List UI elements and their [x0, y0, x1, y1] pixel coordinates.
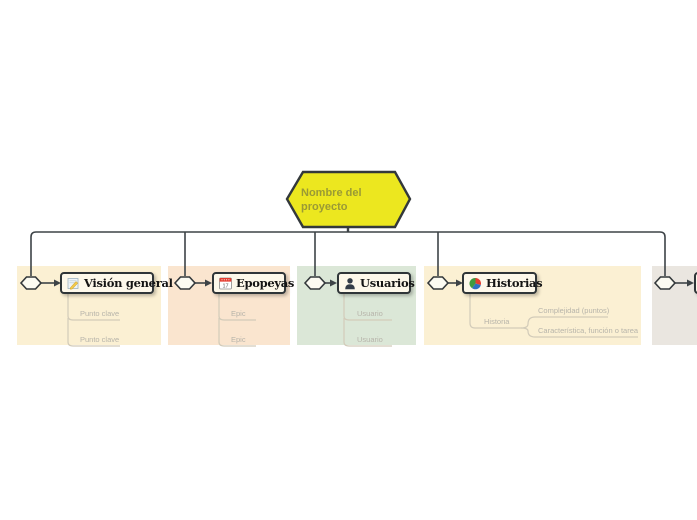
subtopic-punto-clave-1[interactable]: Punto clave: [80, 309, 120, 318]
child-connector: [469, 294, 521, 329]
collapse-toggle[interactable]: [19, 276, 43, 290]
topic-usuarios[interactable]: Usuarios: [337, 272, 415, 294]
arrowhead: [330, 279, 337, 287]
calendar-day-number: 17: [222, 283, 228, 289]
child-connector: [67, 318, 120, 347]
subtopic-usuario-2[interactable]: Usuario: [357, 335, 383, 344]
collapse-toggle[interactable]: [303, 276, 327, 290]
subtopic-epic-2[interactable]: Epic: [231, 335, 246, 344]
topic-vision-general[interactable]: Visión general: [60, 272, 173, 294]
subtopic-complejidad[interactable]: Complejidad (puntos): [538, 306, 610, 315]
user-icon: [344, 277, 356, 290]
child-connector: [520, 327, 638, 338]
pie-chart-icon: [469, 277, 482, 290]
child-connectors: [67, 294, 638, 347]
collapse-toggle[interactable]: [426, 276, 450, 290]
root-topic-shape[interactable]: [285, 170, 412, 229]
child-connector: [67, 294, 120, 321]
subtopic-punto-clave-2[interactable]: Punto clave: [80, 335, 120, 344]
subtopic-epic-1[interactable]: Epic: [231, 309, 246, 318]
subtopic-historia[interactable]: Historia: [484, 317, 510, 326]
tree-connector: [30, 231, 666, 276]
topic-epopeyas[interactable]: 17 Epopeyas: [212, 272, 294, 294]
arrowhead: [54, 279, 61, 287]
root-topic-label: Nombre del proyecto: [301, 187, 362, 213]
child-connector: [218, 318, 256, 347]
child-connector: [343, 318, 392, 347]
child-connector: [343, 294, 392, 321]
subtopic-caracteristica[interactable]: Característica, función o tarea: [538, 326, 639, 335]
arrowhead: [205, 279, 212, 287]
tree-connectors: [30, 226, 687, 284]
child-connector: [218, 294, 256, 321]
topic-label: Historias: [486, 275, 543, 290]
topic-label: Usuarios: [360, 275, 415, 290]
subtopic-usuario-1[interactable]: Usuario: [357, 309, 383, 318]
topic-partial[interactable]: [694, 272, 697, 294]
calendar-icon: 17: [219, 277, 232, 290]
topic-label: Visión general: [84, 275, 173, 290]
arrowhead: [456, 279, 463, 287]
arrowhead: [687, 279, 694, 287]
topic-label: Epopeyas: [236, 275, 295, 290]
topic-historias[interactable]: Historias: [462, 272, 543, 294]
notepad-pencil-icon: [67, 277, 80, 290]
collapse-toggle[interactable]: [653, 276, 677, 290]
arrowheads: [54, 279, 694, 287]
collapse-toggle[interactable]: [173, 276, 197, 290]
child-connector: [520, 316, 608, 329]
